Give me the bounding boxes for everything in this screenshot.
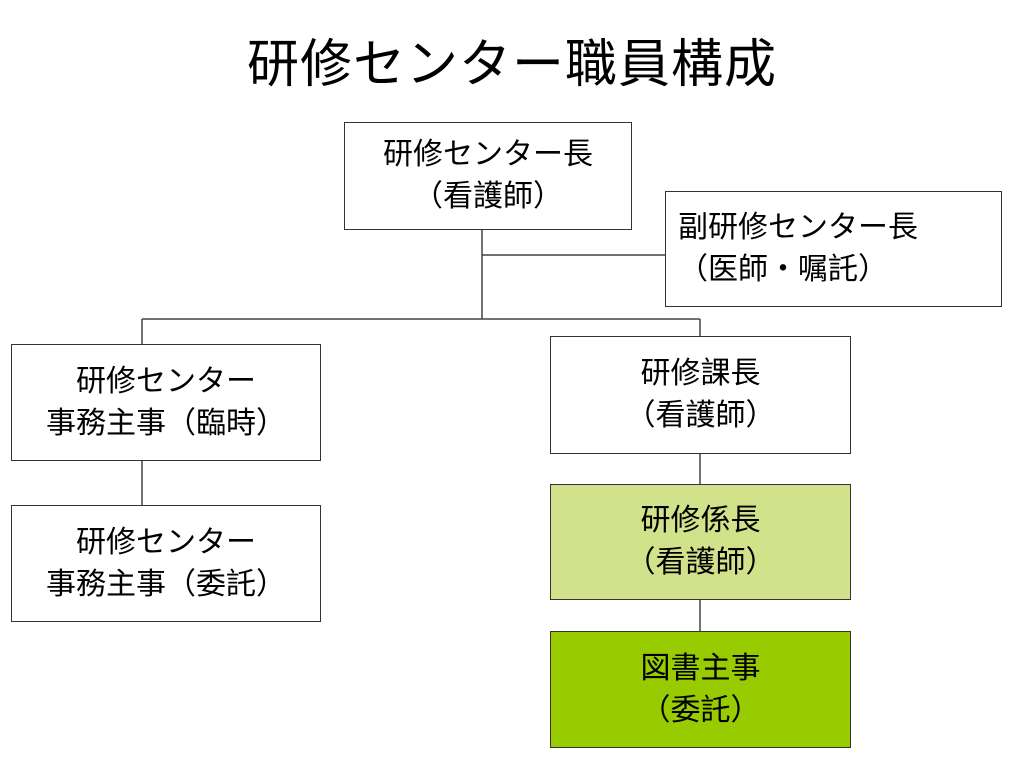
node-clerk-contract: 研修センター 事務主事（委託） <box>11 505 321 622</box>
node-training-section-chief: 研修課長 （看護師） <box>550 336 851 454</box>
node-library-clerk-title: 図書主事 <box>640 650 761 686</box>
node-center-director: 研修センター長 （看護師） <box>344 122 632 230</box>
node-training-subsection-chief: 研修係長 （看護師） <box>550 484 851 600</box>
node-library-clerk: 図書主事 （委託） <box>550 631 851 748</box>
node-center-director-role: （看護師） <box>413 179 563 214</box>
node-training-subsection-chief-role: （看護師） <box>625 545 776 580</box>
node-clerk-contract-role: 事務主事（委託） <box>46 566 286 602</box>
node-clerk-contract-title: 研修センター <box>76 524 256 560</box>
node-library-clerk-role: （委託） <box>640 692 761 728</box>
node-center-director-title: 研修センター長 <box>383 137 593 172</box>
node-training-section-chief-title: 研修課長 <box>640 356 761 391</box>
node-clerk-temporary-title: 研修センター <box>76 363 256 399</box>
node-deputy-director-title: 副研修センター長 <box>678 210 918 245</box>
node-deputy-director-role: （医師・嘱託） <box>678 252 888 287</box>
node-deputy-director: 副研修センター長 （医師・嘱託） <box>665 191 1002 307</box>
node-training-section-chief-role: （看護師） <box>625 398 776 433</box>
page-title: 研修センター職員構成 <box>246 35 777 95</box>
node-training-subsection-chief-title: 研修係長 <box>640 503 761 538</box>
node-clerk-temporary: 研修センター 事務主事（臨時） <box>11 344 321 461</box>
node-clerk-temporary-role: 事務主事（臨時） <box>46 405 286 441</box>
